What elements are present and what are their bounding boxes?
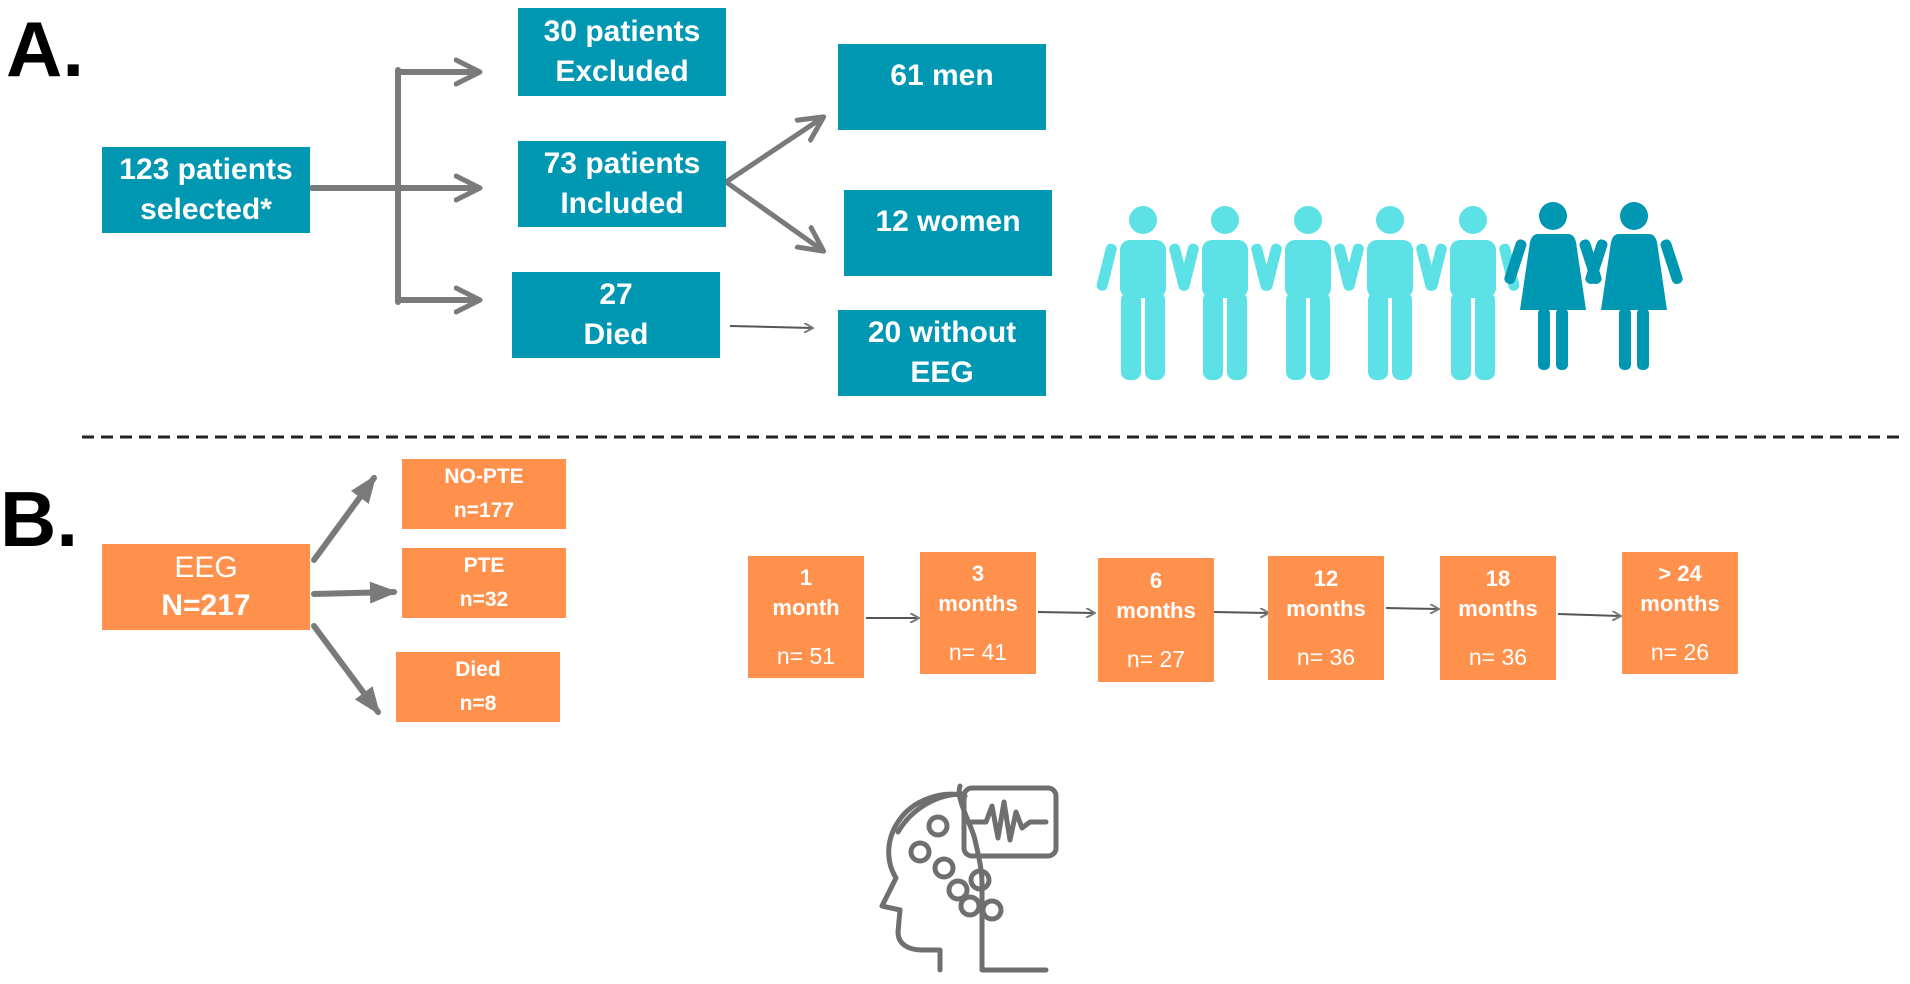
died-outcome-title: Died xyxy=(455,658,501,681)
eeg-total-box: EEG N=217 xyxy=(102,544,310,630)
died-outcome-box: Died n=8 xyxy=(396,652,560,722)
timeline-box-3-months: 3 months n= 41 xyxy=(920,552,1036,674)
patients-died-box: 27 Died xyxy=(512,272,720,358)
timeline-period-value: 1 xyxy=(799,565,813,590)
selection-bracket-arrows xyxy=(309,70,478,302)
no-pte-count: n=177 xyxy=(453,499,515,522)
eeg-total-title: EEG xyxy=(174,551,238,584)
died-to-without-eeg-arrow xyxy=(729,326,812,328)
timeline-count: n= 36 xyxy=(1468,644,1528,670)
eeg-outcome-arrows xyxy=(311,474,398,716)
timeline-period-unit: months xyxy=(1458,596,1538,621)
timeline-period-unit: months xyxy=(1640,591,1720,616)
patients-excluded-box: 30 patients Excluded xyxy=(518,8,726,96)
patients-included-box: 73 patients Included xyxy=(518,141,726,227)
timeline-count: n= 26 xyxy=(1650,639,1710,665)
timeline-box-24-months: > 24 months n= 26 xyxy=(1622,552,1738,674)
timeline-period-unit: months xyxy=(1286,596,1366,621)
timeline-count: n= 27 xyxy=(1126,646,1186,672)
timeline-count: n= 36 xyxy=(1296,644,1356,670)
eeg-total-count: N=217 xyxy=(161,589,251,622)
included-split-arrows xyxy=(723,118,822,250)
women-count: 12 women xyxy=(875,205,1021,238)
pte-box: PTE n=32 xyxy=(402,548,566,618)
patients-selected-count: 123 patients xyxy=(119,153,293,186)
patients-excluded-text: Excluded xyxy=(555,55,689,88)
timeline-box-6-months: 6 months n= 27 xyxy=(1098,558,1214,682)
men-count: 61 men xyxy=(890,59,994,92)
timeline-period-unit: months xyxy=(1116,598,1196,623)
no-pte-title: NO-PTE xyxy=(444,465,524,488)
without-eeg-count: 20 without xyxy=(867,316,1017,349)
timeline-box-18-months: 18 months n= 36 xyxy=(1440,556,1556,680)
without-eeg-box: 20 without EEG xyxy=(838,310,1046,396)
timeline-count: n= 41 xyxy=(948,639,1008,665)
patients-included-count: 73 patients xyxy=(543,147,701,180)
without-eeg-text: EEG xyxy=(910,356,974,389)
panel-a-label: A. xyxy=(6,5,84,93)
timeline-period-value: 3 xyxy=(971,561,985,586)
timeline-period-unit: months xyxy=(938,591,1018,616)
timeline-period-unit: month xyxy=(772,595,840,620)
pte-count: n=32 xyxy=(459,588,509,611)
patients-excluded-count: 30 patients xyxy=(543,15,701,48)
patients-selected-box: 123 patients selected* xyxy=(102,147,310,233)
patients-died-count: 27 xyxy=(599,278,633,311)
patients-died-text: Died xyxy=(583,318,649,351)
men-box: 61 men xyxy=(838,44,1046,130)
panel-b-label: B. xyxy=(0,475,78,563)
women-box: 12 women xyxy=(844,190,1052,276)
patients-selected-text: selected* xyxy=(140,193,272,226)
timeline-period-value: 18 xyxy=(1485,566,1511,591)
timeline-box-12-months: 12 months n= 36 xyxy=(1268,556,1384,680)
timeline-box-1-month: 1 month n= 51 xyxy=(748,556,864,678)
no-pte-box: NO-PTE n=177 xyxy=(402,459,566,529)
timeline-count: n= 51 xyxy=(776,643,836,669)
timeline-period-value: 6 xyxy=(1149,568,1163,593)
patients-included-text: Included xyxy=(560,187,684,220)
timeline-arrows xyxy=(866,608,1620,618)
died-outcome-count: n=8 xyxy=(459,692,497,715)
pte-title: PTE xyxy=(463,554,505,577)
timeline-period-value: 12 xyxy=(1313,566,1339,591)
timeline-period-value: > 24 xyxy=(1658,561,1702,586)
